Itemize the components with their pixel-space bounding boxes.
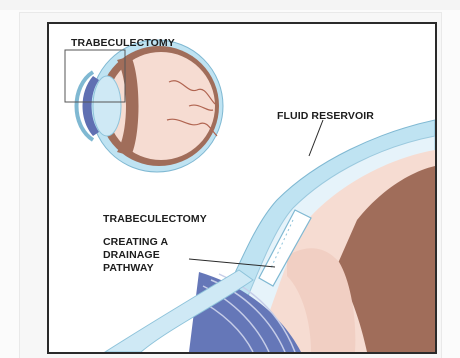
- label-drainage-pathway: CREATING A DRAINAGE PATHWAY: [103, 236, 168, 275]
- diagram-frame: TRABECULECTOMY FLUID RESERVOIR TRABECULE…: [47, 22, 437, 354]
- top-bar: [0, 0, 460, 10]
- label-trabeculectomy-main: TRABECULECTOMY: [103, 213, 207, 226]
- label-fluid-reservoir: FLUID RESERVOIR: [277, 110, 374, 123]
- reservoir-pointer: [309, 120, 323, 156]
- drainage-line-3: PATHWAY: [103, 262, 168, 275]
- label-trabeculectomy-inset: TRABECULECTOMY: [71, 37, 175, 50]
- eye-diagram: [49, 24, 435, 352]
- drainage-line-1: CREATING A: [103, 236, 168, 249]
- eye-globe-inset: [77, 40, 224, 172]
- drainage-line-2: DRAINAGE: [103, 249, 168, 262]
